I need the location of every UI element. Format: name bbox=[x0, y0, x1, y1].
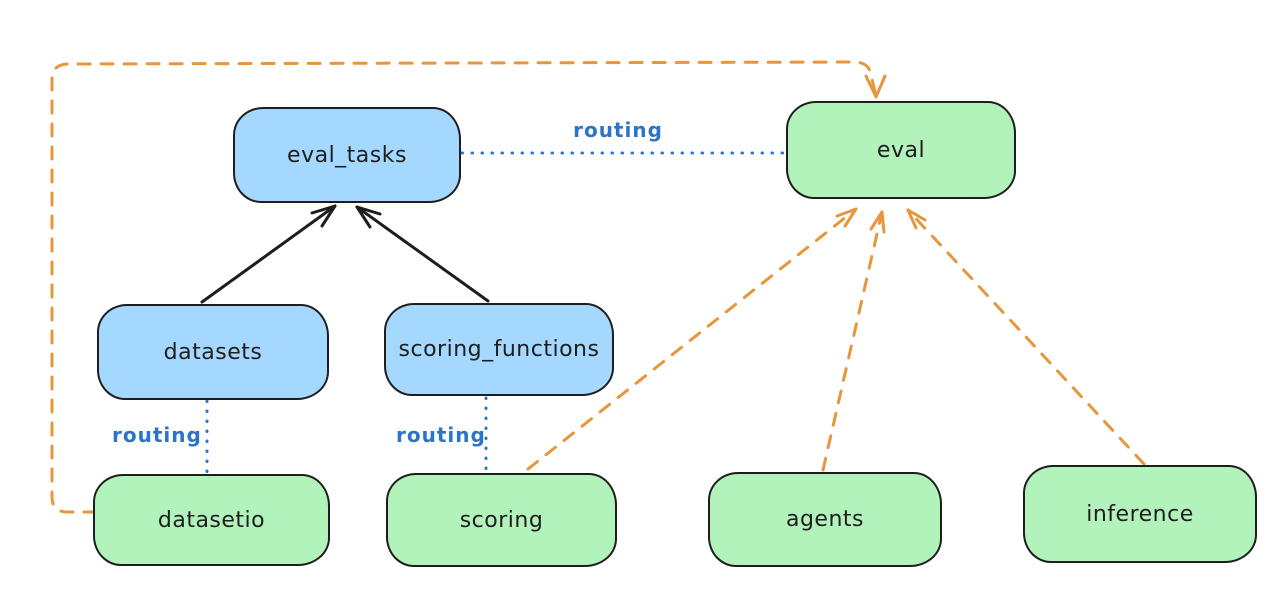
node-datasetio: datasetio bbox=[93, 474, 330, 566]
node-agents-label: agents bbox=[785, 507, 864, 532]
arrowhead-agents-to-eval bbox=[869, 210, 886, 234]
node-scoring-label: scoring bbox=[459, 507, 544, 533]
edge-inference-to-eval bbox=[906, 208, 1146, 466]
node-datasets: datasets bbox=[97, 304, 329, 400]
node-inference-label: inference bbox=[1086, 501, 1194, 527]
edge-agents-to-eval bbox=[821, 210, 886, 472]
arrowhead-scoring-to-eval bbox=[835, 207, 858, 228]
edge-scoring-functions-to-eval-tasks bbox=[355, 205, 490, 303]
arrowhead-inference-to-eval bbox=[906, 208, 927, 230]
node-scoring: scoring bbox=[386, 473, 617, 567]
node-eval-tasks: eval_tasks bbox=[233, 107, 461, 203]
node-datasets-label: datasets bbox=[163, 339, 263, 365]
node-inference: inference bbox=[1023, 465, 1257, 563]
node-scoring-functions-label: scoring_functions bbox=[398, 337, 600, 362]
edge-label-routing-left: routing bbox=[112, 423, 202, 447]
arrowhead-scoring-functions-to-eval-tasks bbox=[355, 205, 382, 229]
node-scoring-functions: scoring_functions bbox=[384, 303, 614, 396]
node-datasetio-label: datasetio bbox=[157, 507, 266, 533]
edge-label-routing-middle: routing bbox=[396, 423, 486, 447]
edge-label-routing-top: routing bbox=[573, 118, 663, 142]
edge-datasets-to-eval-tasks bbox=[200, 204, 337, 304]
arrowhead-loop-into-eval bbox=[864, 74, 887, 99]
node-agents: agents bbox=[708, 472, 942, 567]
node-eval-label: eval bbox=[876, 137, 926, 163]
arrowhead-datasets-to-eval-tasks bbox=[310, 204, 337, 228]
node-eval-tasks-label: eval_tasks bbox=[287, 142, 407, 168]
node-eval: eval bbox=[786, 101, 1016, 199]
